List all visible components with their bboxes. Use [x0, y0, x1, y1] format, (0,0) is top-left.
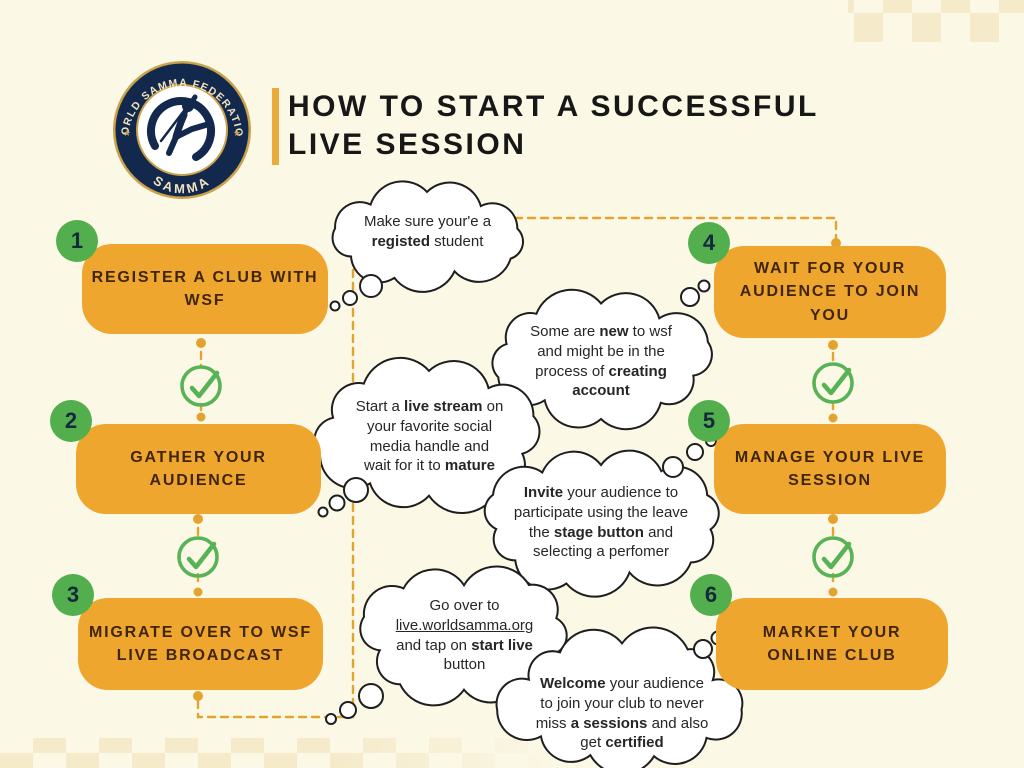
title-line-2: LIVE SESSION — [288, 128, 527, 161]
checker-pattern-bottom-left — [0, 738, 560, 768]
bubble-text-registered-student: Make sure your'e a registed student — [363, 213, 492, 250]
wsf-logo: WORLD SAMMA FEDERATION SAMMA ★ ★ — [113, 61, 251, 199]
step-card-6: 6 MARKET YOUR ONLINE CLUB — [690, 574, 948, 690]
step-card-4: 4 WAIT FOR YOUR AUDIENCE TO JOIN YOU — [688, 222, 946, 338]
bubble-text-start-live-stream: Start a live stream on your favorite soc… — [355, 398, 504, 475]
logo-star-right: ★ — [233, 129, 241, 139]
check-icon-3 — [812, 362, 854, 404]
check-icon-2 — [177, 536, 219, 578]
step-number-badge-6: 6 — [690, 574, 732, 616]
step-card-3: 3 MIGRATE OVER TO WSF LIVE BROADCAST — [52, 574, 323, 690]
step-number-badge-5: 5 — [688, 400, 730, 442]
bubble-text-invite-audience: Invite your audience to participate usin… — [513, 484, 689, 561]
step-number-badge-1: 1 — [56, 220, 98, 262]
check-icon-1 — [180, 365, 222, 407]
bubble-text-go-over-to: Go over to live.worldsamma.org and tap o… — [395, 597, 534, 674]
page-title: HOW TO START A SUCCESSFUL LIVE SESSION — [288, 88, 968, 164]
step-label-6: MARKET YOUR ONLINE CLUB — [762, 623, 902, 664]
step-label-2: GATHER YOUR AUDIENCE — [130, 448, 267, 489]
step-label-3: MIGRATE OVER TO WSF LIVE BROADCAST — [89, 623, 312, 664]
bubble-text-new-to-wsf: Some are new to wsf and might be in the … — [530, 323, 672, 400]
title-line-1: HOW TO START A SUCCESSFUL — [288, 90, 819, 123]
step-number-badge-3: 3 — [52, 574, 94, 616]
step-label-1: REGISTER A CLUB WITH WSF — [91, 268, 319, 309]
step-number-badge-2: 2 — [50, 400, 92, 442]
step-card-5: 5 MANAGE YOUR LIVE SESSION — [688, 400, 946, 514]
step-number-badge-4: 4 — [688, 222, 730, 264]
step-label-5: MANAGE YOUR LIVE SESSION — [734, 448, 926, 489]
step-label-4: WAIT FOR YOUR AUDIENCE TO JOIN YOU — [739, 260, 921, 324]
logo-martial-artist-figure — [147, 94, 215, 161]
title-accent-bar — [272, 88, 279, 165]
step-card-2: 2 GATHER YOUR AUDIENCE — [50, 400, 321, 514]
logo-star-left: ★ — [123, 129, 131, 139]
bubble-text-welcome-audience: Welcome your audience to join your club … — [535, 675, 709, 752]
check-icon-4 — [812, 536, 854, 578]
step-card-1: 1 REGISTER A CLUB WITH WSF — [56, 220, 328, 334]
live-worldsamma-link[interactable]: live.worldsamma.org — [395, 616, 534, 634]
checker-pattern-top-right — [848, 0, 1024, 42]
